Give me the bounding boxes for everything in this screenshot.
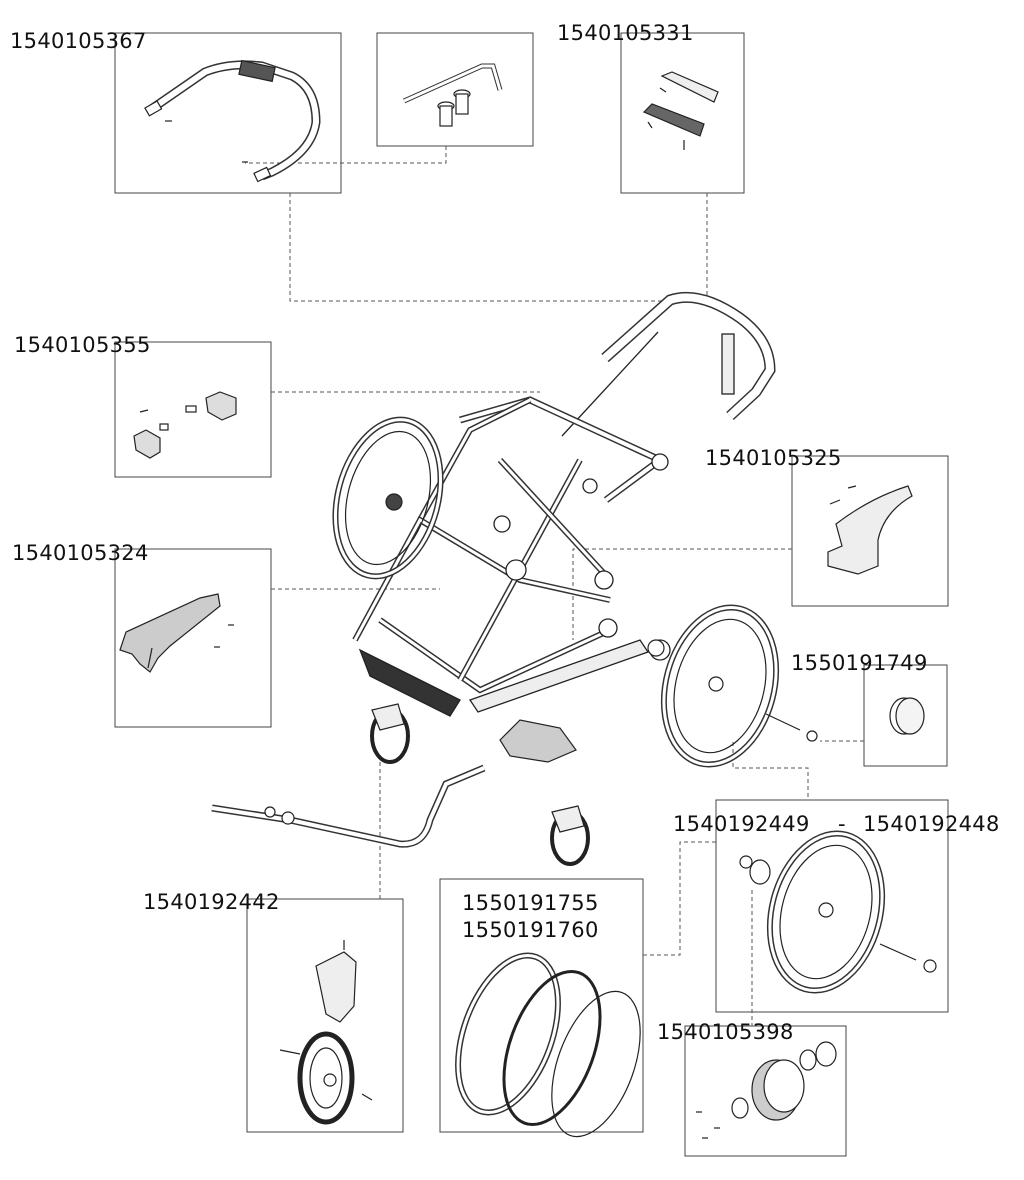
leader-handlebar <box>289 193 690 302</box>
tires-drawing <box>455 952 641 1138</box>
tools-drawing <box>402 63 503 127</box>
front-wheels-main <box>370 703 590 866</box>
box-wheel-hub <box>684 1025 847 1157</box>
rear-wheel-detail <box>739 830 937 994</box>
box-tires <box>439 878 644 1133</box>
leader-wheel <box>732 742 809 800</box>
label-front-wheel: 1540192442 <box>143 890 280 914</box>
label-frame-latch: 1540105355 <box>14 333 151 357</box>
box-hub-cap <box>863 664 948 767</box>
leader-tires <box>643 841 716 956</box>
handlebar-drawing <box>144 59 321 183</box>
rear-wheel-left <box>332 416 444 580</box>
label-footrest: 1540105324 <box>12 541 149 565</box>
brake-drawing <box>827 485 913 575</box>
clip-drawing <box>642 71 719 150</box>
hub-drawing <box>696 1041 837 1139</box>
label-tire-b: 1550191760 <box>462 918 599 942</box>
label-hub-cap: 1550191749 <box>791 651 928 675</box>
label-rear-wheel-sep: - <box>838 812 846 836</box>
latch-drawing <box>133 391 237 459</box>
stroller-frame <box>352 291 776 717</box>
leader-brake <box>572 548 792 640</box>
box-tools <box>376 32 534 147</box>
label-tire-a: 1550191755 <box>462 891 599 915</box>
footrest-drawing <box>119 593 234 673</box>
label-wheel-hub: 1540105398 <box>657 1020 794 1044</box>
rear-wheel-right <box>647 604 818 768</box>
label-handlebar-clip: 1540105331 <box>557 21 694 45</box>
tow-arm <box>211 764 486 848</box>
label-handlebar: 1540105367 <box>10 29 147 53</box>
label-brake-handle: 1540105325 <box>705 446 842 470</box>
label-rear-wheel-end: 1540192448 <box>863 812 1000 836</box>
leader-tools <box>245 146 447 164</box>
label-rear-wheel-start: 1540192449 <box>673 812 810 836</box>
box-rear-wheel <box>715 799 949 1013</box>
box-handlebar-clip <box>620 32 745 194</box>
front-wheel-detail <box>279 940 373 1125</box>
hubcap-drawing <box>889 697 925 735</box>
